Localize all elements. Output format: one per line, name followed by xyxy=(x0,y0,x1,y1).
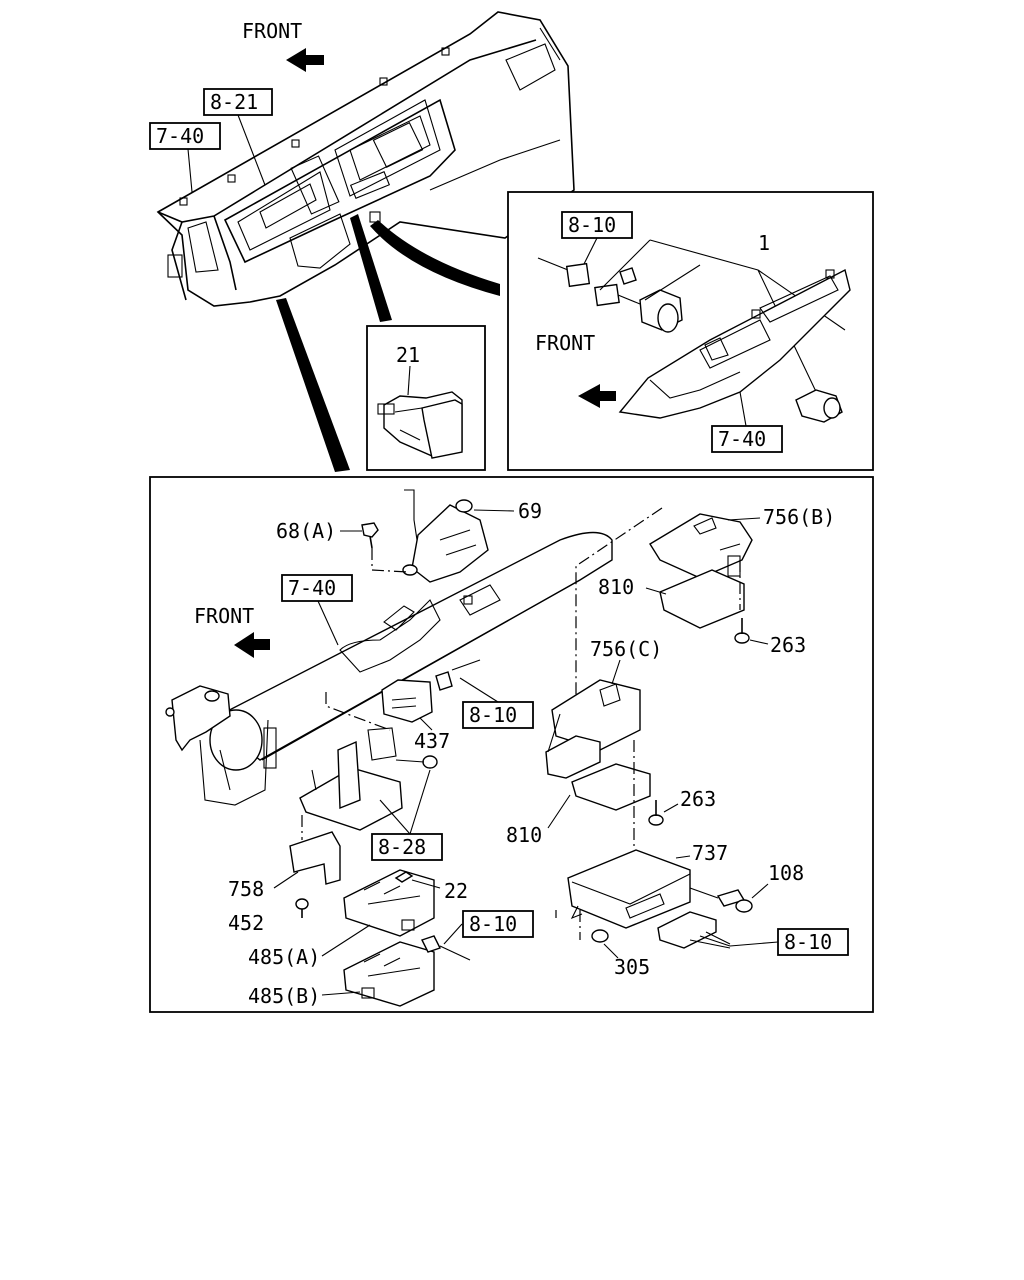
part-737-label: 737 xyxy=(692,841,728,865)
switch-inset: 21 xyxy=(366,325,486,471)
ref-box-label: 8-21 xyxy=(210,90,258,114)
ref-box-8-10-main-a[interactable]: 8-10 xyxy=(462,701,534,729)
callout-wedge-to-main xyxy=(276,298,350,472)
ref-box-8-28[interactable]: 8-28 xyxy=(371,833,443,861)
part-1-label: 1 xyxy=(758,231,770,255)
front-label-main: FRONT xyxy=(194,604,254,628)
part-68a-label: 68(A) xyxy=(276,519,336,543)
ref-box-8-21-top[interactable]: 8-21 xyxy=(203,88,273,116)
ref-box-8-10-main-c[interactable]: 8-10 xyxy=(777,928,849,956)
front-label-top: FRONT xyxy=(242,19,302,43)
ref-box-label: 8-10 xyxy=(568,213,616,237)
ref-box-label: 8-10 xyxy=(469,703,517,727)
part-22-label: 22 xyxy=(444,879,468,903)
ref-box-8-10-inset[interactable]: 8-10 xyxy=(561,211,633,239)
part-810-top-label: 810 xyxy=(598,575,634,599)
ref-box-label: 7-40 xyxy=(288,576,336,600)
part-810-mid-label: 810 xyxy=(506,823,542,847)
front-arrow-inset xyxy=(578,384,616,408)
callout-wedge-to-inset xyxy=(370,220,500,296)
part-263-top-label: 263 xyxy=(770,633,806,657)
part-69-label: 69 xyxy=(518,499,542,523)
ref-box-7-40-top[interactable]: 7-40 xyxy=(149,122,221,150)
ref-box-8-10-main-b[interactable]: 8-10 xyxy=(462,910,534,938)
part-21-label: 21 xyxy=(396,343,420,367)
part-263-mid-label: 263 xyxy=(680,787,716,811)
main-detail-panel: 69 68(A) FRONT 7-40 xyxy=(149,476,874,1013)
switch-part-21 xyxy=(377,391,463,459)
front-arrow-main xyxy=(234,632,270,658)
callout-wedge-to-switch xyxy=(350,214,392,322)
part-305-label: 305 xyxy=(614,955,650,979)
ref-box-label: 8-28 xyxy=(378,835,426,859)
ref-box-label: 8-10 xyxy=(469,912,517,936)
part-758-label: 758 xyxy=(228,877,264,901)
lighter-inset: 8-10 1 FRONT 7-40 xyxy=(507,191,874,471)
ref-box-7-40-inset[interactable]: 7-40 xyxy=(711,425,783,453)
ref-box-label: 7-40 xyxy=(718,427,766,451)
ref-box-7-40-main[interactable]: 7-40 xyxy=(281,574,353,602)
part-756b-label: 756(B) xyxy=(763,505,835,529)
front-label-inset: FRONT xyxy=(535,331,595,355)
part-452-label: 452 xyxy=(228,911,264,935)
part-437-label: 437 xyxy=(414,729,450,753)
part-485a-label: 485(A) xyxy=(248,945,320,969)
ref-box-label: 7-40 xyxy=(156,124,204,148)
part-108-label: 108 xyxy=(768,861,804,885)
part-485b-label: 485(B) xyxy=(248,984,320,1008)
front-arrow-top xyxy=(286,48,324,72)
ref-box-label: 8-10 xyxy=(784,930,832,954)
part-756c-label: 756(C) xyxy=(590,637,662,661)
dashboard-overview: FRONT 8-21 7-40 xyxy=(149,11,575,472)
